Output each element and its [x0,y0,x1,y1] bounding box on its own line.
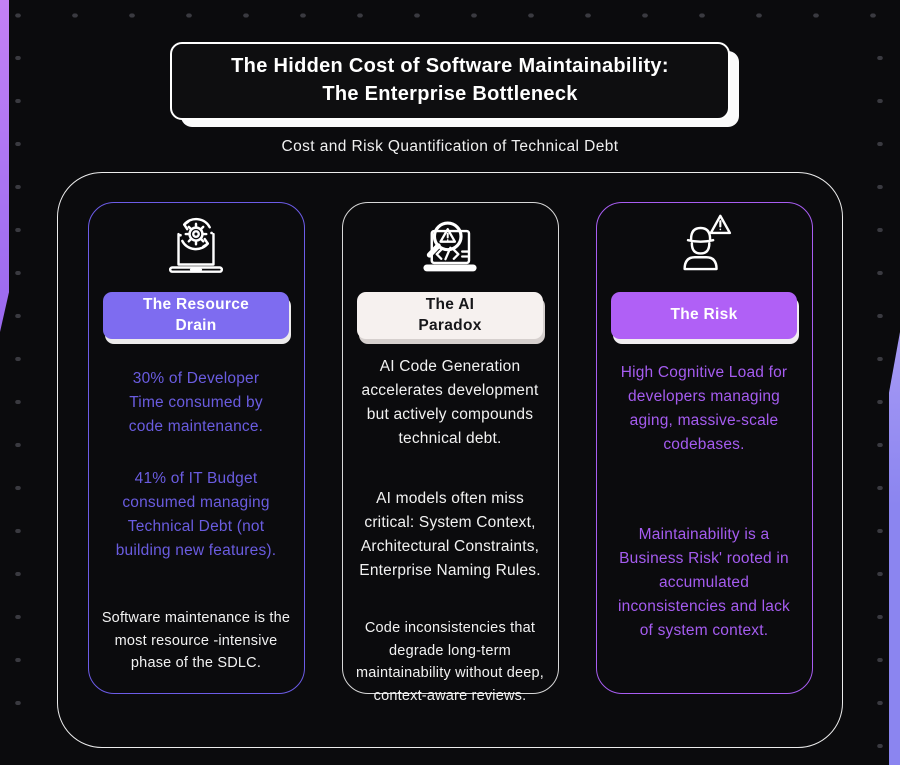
stat-developer-time: 30% of Developer Time consumed by code m… [128,370,264,436]
badge-label-line: Drain [175,316,217,334]
dot-pattern-top [12,9,900,22]
badge-label-line: The AI [425,295,475,313]
badge-label-line: Paradox [418,316,482,334]
stat-it-budget: 41% of IT Budget consumed managing Techn… [115,470,277,560]
developer-warning-icon [660,209,748,285]
note-ai-misses: AI models often miss critical: System Co… [359,490,541,580]
note-sdlc: Software maintenance is the most resourc… [101,610,291,672]
content-board: The Resource Drain 30% of Developer Time… [57,172,843,748]
left-edge-accent-shape [0,0,9,332]
card-ai-paradox: The AI Paradox AI Code Generation accele… [341,202,559,704]
card-risk: The Risk High Cognitive Load for develop… [595,202,813,694]
right-edge-accent-shape [889,332,900,765]
badge-label-line: The Risk [670,306,738,324]
note-inconsistencies: Code inconsistencies that degrade long-t… [356,620,544,704]
badge-ai-paradox: The AI Paradox [357,292,543,339]
laptop-code-magnifier-warning-icon [406,209,494,285]
note-cognitive-load: High Cognitive Load for developers manag… [620,364,788,454]
laptop-gear-sync-icon [152,209,240,285]
page-title: The Hidden Cost of Software Maintainabil… [170,42,730,120]
dot-pattern-right [874,50,886,763]
badge-risk: The Risk [611,292,797,339]
note-business-risk: Maintainability is a Business Risk' root… [618,526,790,640]
badge-label-line: The Resource [142,295,250,313]
page-subtitle: Cost and Risk Quantification of Technica… [281,138,619,155]
note-ai-codegen: AI Code Generation accelerates developme… [361,358,539,448]
card-resource-drain: The Resource Drain 30% of Developer Time… [87,202,305,694]
dot-pattern-left [12,50,24,717]
page-title-line2: The Enterprise Bottleneck [322,83,578,105]
badge-resource-drain: The Resource Drain [103,292,289,339]
page-title-line1: The Hidden Cost of Software Maintainabil… [231,55,669,77]
